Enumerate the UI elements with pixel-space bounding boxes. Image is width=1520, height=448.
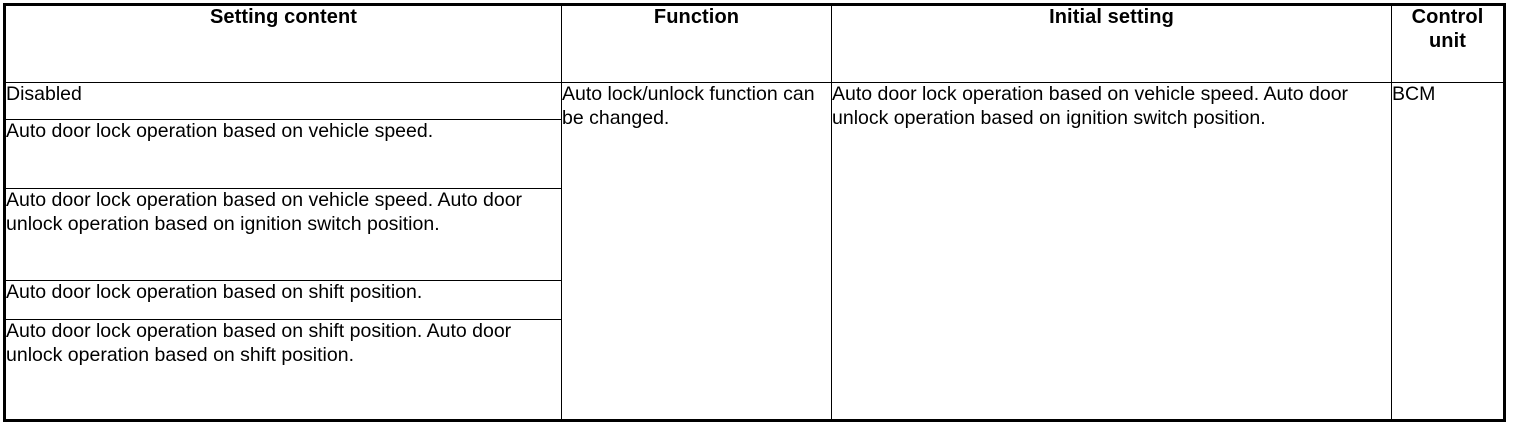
column-header-control-unit: Control unit (1391, 4, 1505, 83)
control-unit-text: BCM (1392, 83, 1436, 105)
column-header-function: Function (561, 4, 832, 83)
initial-setting-text: Auto door lock operation based on vehicl… (832, 83, 1349, 129)
setting-content-cell: Disabled (4, 82, 562, 120)
initial-setting-cell: Auto door lock operation based on vehicl… (831, 82, 1392, 421)
function-cell: Auto lock/unlock function can be changed… (561, 82, 832, 421)
table-row: Disabled Auto lock/unlock function can b… (4, 82, 1505, 421)
table-header: Setting content Function Initial setting… (4, 4, 1505, 83)
column-header-initial-setting: Initial setting (831, 4, 1392, 83)
setting-content-cell: Auto door lock operation based on vehicl… (4, 188, 562, 281)
table-row: Auto door lock operation based on shift … (4, 319, 1505, 421)
table-row: Auto door lock operation based on vehicl… (4, 119, 1505, 189)
table-row: Auto door lock operation based on shift … (4, 280, 1505, 320)
setting-content-text: Auto door lock operation based on shift … (6, 281, 423, 303)
column-header-setting-content: Setting content (4, 4, 562, 83)
table-body: Disabled Auto lock/unlock function can b… (4, 82, 1505, 421)
setting-content-cell: Auto door lock operation based on shift … (4, 280, 562, 320)
function-text: Auto lock/unlock function can be changed… (562, 83, 815, 129)
settings-specification-table: Setting content Function Initial setting… (3, 3, 1506, 422)
setting-content-cell: Auto door lock operation based on vehicl… (4, 119, 562, 189)
control-unit-cell: BCM (1391, 82, 1505, 421)
setting-content-text: Disabled (6, 83, 82, 105)
setting-content-text: Auto door lock operation based on shift … (6, 320, 512, 366)
setting-content-text: Auto door lock operation based on vehicl… (6, 189, 523, 235)
setting-content-text: Auto door lock operation based on vehicl… (6, 120, 434, 142)
header-row: Setting content Function Initial setting… (4, 4, 1505, 83)
table-row: Auto door lock operation based on vehicl… (4, 188, 1505, 281)
setting-content-cell: Auto door lock operation based on shift … (4, 319, 562, 421)
